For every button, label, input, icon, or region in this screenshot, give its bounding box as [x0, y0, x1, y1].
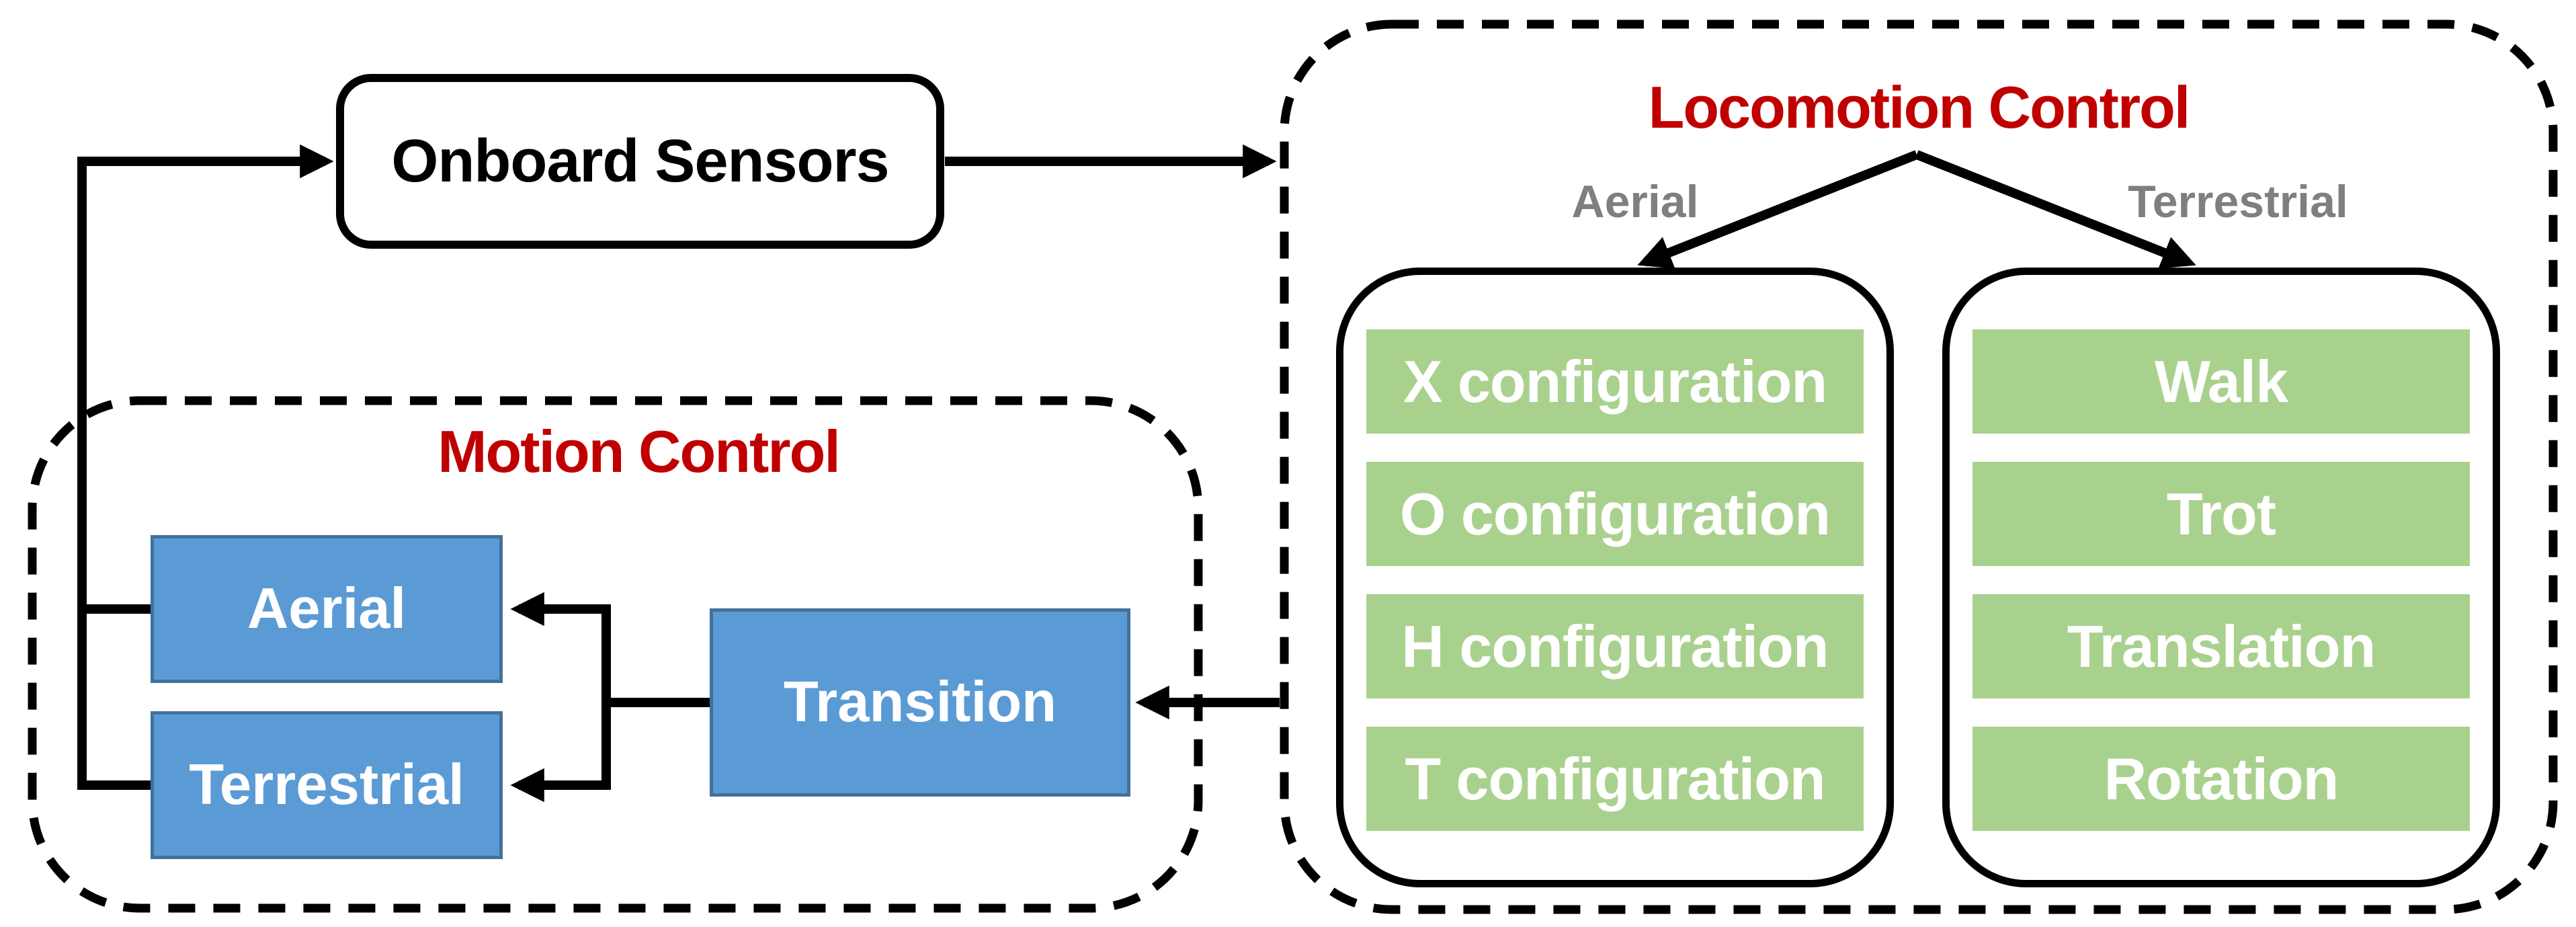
- transition-label: Transition: [783, 670, 1057, 734]
- arrow-transition-to-aerial-mode: [510, 592, 711, 707]
- item-o-configuration: O configuration: [1366, 462, 1864, 566]
- aerial-config-group: X configuration O configuration H config…: [1336, 268, 1894, 887]
- terrestrial-branch-label: Terrestrial: [2128, 176, 2348, 227]
- arrow-transition-to-terrestrial-mode: [510, 702, 611, 803]
- aerial-branch-label: Aerial: [1571, 176, 1699, 227]
- locomotion-group-outline: [1280, 19, 2558, 914]
- item-walk: Walk: [1972, 329, 2470, 434]
- terrestrial-mode-label: Terrestrial: [189, 753, 464, 817]
- item-rotation: Rotation: [1972, 727, 2470, 831]
- motion-control-title: Motion Control: [438, 418, 841, 485]
- locomotion-control-title: Locomotion Control: [1648, 74, 2191, 140]
- arrow-split-to-terrestrial-gaits: [1915, 150, 2196, 269]
- motion-group-outline: [28, 396, 1203, 913]
- item-trot: Trot: [1972, 462, 2470, 566]
- terrestrial-gait-group: Walk Trot Translation Rotation: [1942, 268, 2500, 887]
- item-x-configuration: X configuration: [1366, 329, 1864, 434]
- item-translation: Translation: [1972, 594, 2470, 698]
- feedback-line-to-sensors: [77, 144, 334, 790]
- terrestrial-mode-box: Terrestrial: [151, 711, 503, 859]
- aerial-mode-label: Aerial: [247, 577, 407, 641]
- arrow-split-to-aerial-configs: [1637, 150, 1919, 269]
- item-h-configuration: H configuration: [1366, 594, 1864, 698]
- onboard-sensors-box: Onboard Sensors: [336, 74, 944, 249]
- transition-box: Transition: [710, 608, 1130, 797]
- aerial-mode-box: Aerial: [151, 535, 503, 683]
- item-t-configuration: T configuration: [1366, 727, 1864, 831]
- onboard-sensors-label: Onboard Sensors: [391, 127, 889, 195]
